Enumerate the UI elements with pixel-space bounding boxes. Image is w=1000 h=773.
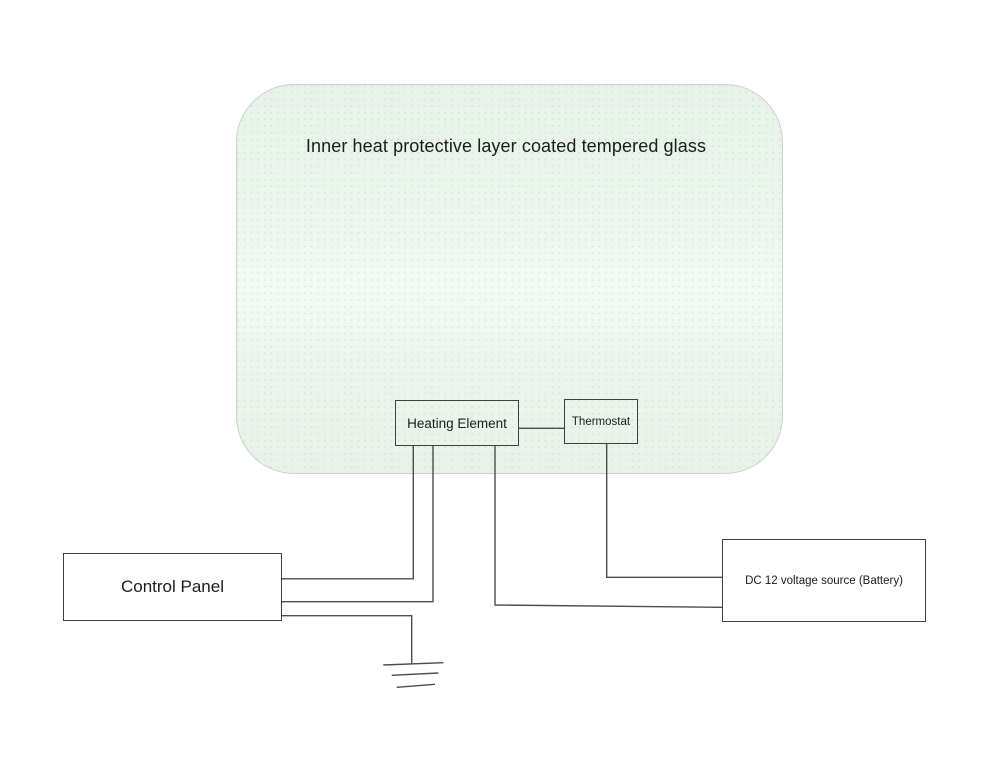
wire-control-to-ground (282, 615, 413, 664)
thermostat-label: Thermostat (571, 415, 631, 428)
ground-symbol (383, 662, 444, 688)
tempered-glass-panel (236, 84, 783, 474)
battery-box: DC 12 voltage source (Battery) (722, 539, 926, 622)
control-panel-box: Control Panel (63, 553, 282, 621)
control-panel-label: Control Panel (120, 577, 224, 596)
battery-label: DC 12 voltage source (Battery) (745, 574, 903, 587)
tempered-glass-label: Inner heat protective layer coated tempe… (305, 136, 707, 156)
thermostat-box: Thermostat (564, 399, 638, 444)
ground-stroke-2 (391, 672, 439, 676)
ground-stroke-1 (383, 662, 444, 666)
heating-element-box: Heating Element (395, 400, 519, 446)
heating-element-label: Heating Element (407, 415, 507, 431)
ground-stroke-3 (396, 683, 436, 688)
